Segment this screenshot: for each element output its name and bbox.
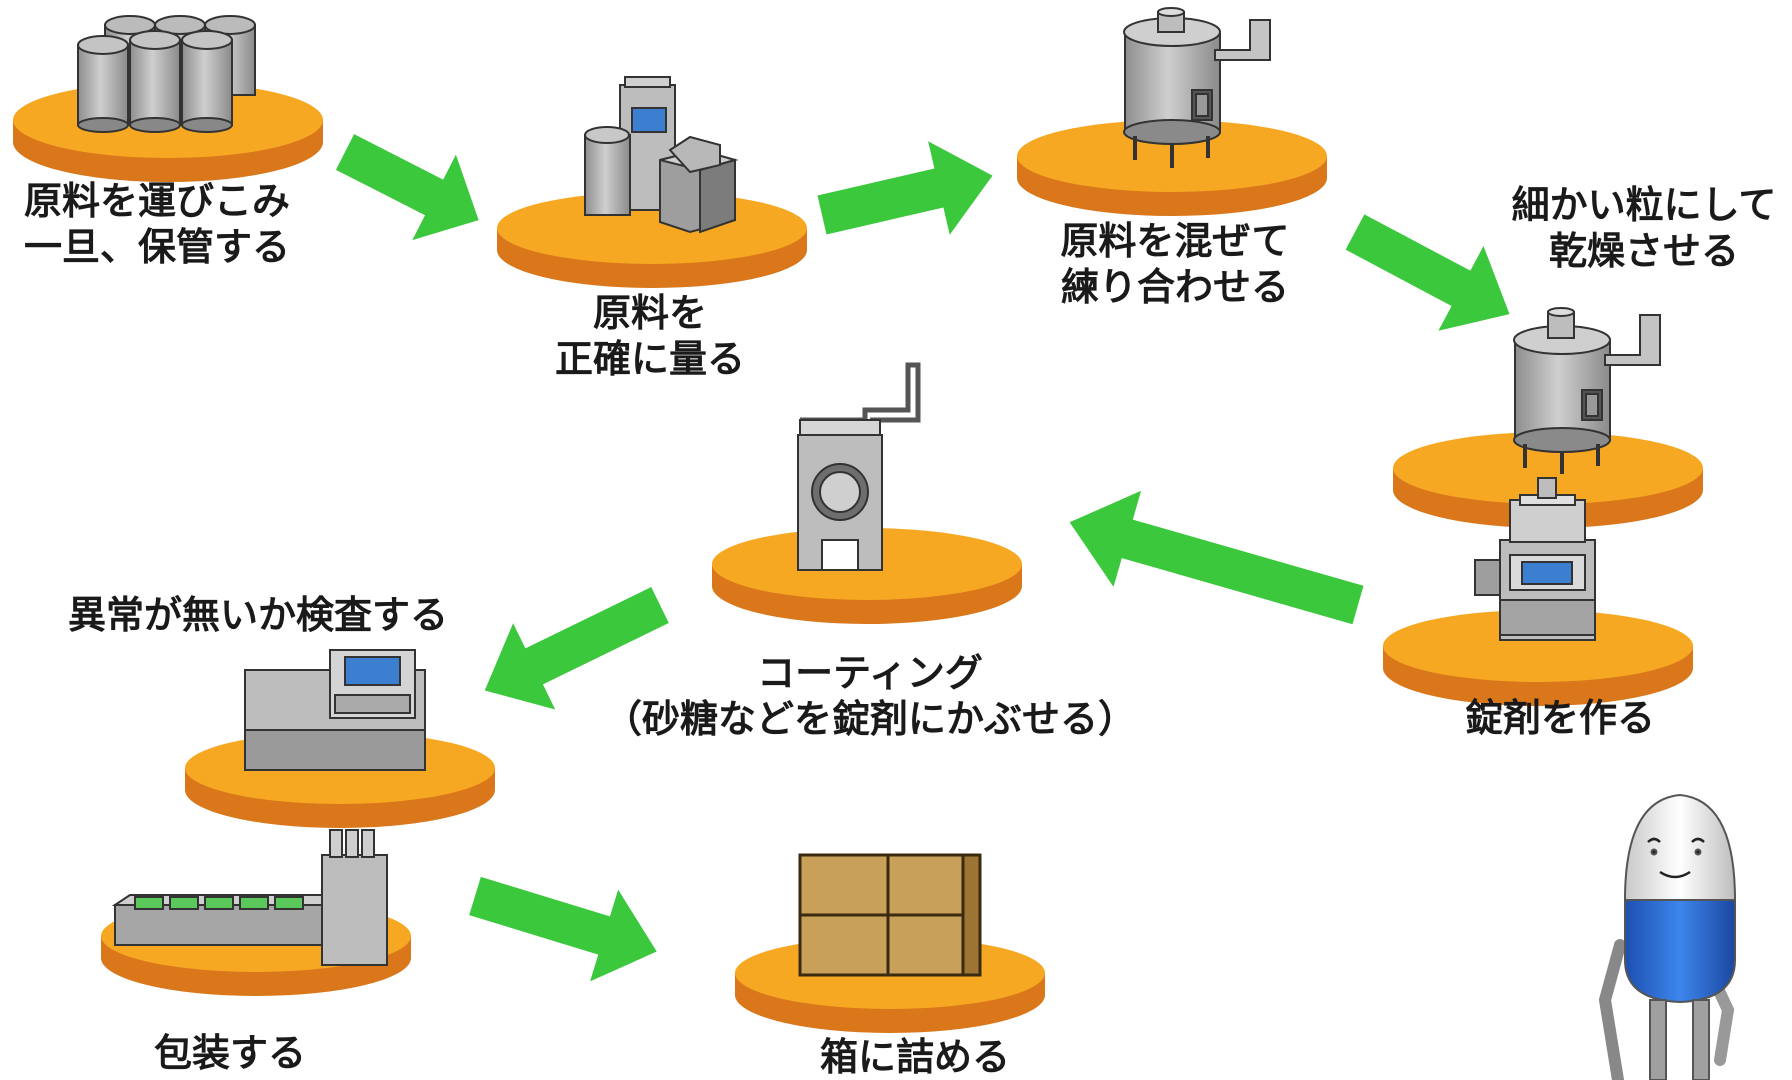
label-weigh-line2: 正確に量る: [554, 337, 745, 382]
label-granulate: 細かい粒にして 乾燥させる: [1500, 182, 1788, 275]
inspection-machine-icon: [244, 649, 426, 771]
arrow-mix-to-granulate: [1345, 214, 1510, 331]
label-boxing-line1: 箱に詰める: [819, 1035, 1010, 1079]
arrow-package-to-boxing: [469, 876, 657, 982]
platform-tablet: [1383, 610, 1693, 706]
arrow-receive-to-weigh: [335, 134, 479, 241]
scale-machine-icon: [584, 76, 739, 234]
label-tablet-line1: 錠剤を作る: [1464, 696, 1655, 740]
capsule-mascot-icon: [1598, 793, 1737, 1080]
tablet-press-icon: [1474, 477, 1596, 641]
label-coating-line2: （砂糖などを錠剤にかぶせる）: [603, 697, 1136, 742]
arrow-coating-to-inspect: [484, 587, 669, 710]
cardboard-box-icon: [798, 853, 982, 977]
label-receive-line1: 原料を運びこみ: [24, 179, 291, 223]
arrow-weigh-to-mix: [817, 141, 993, 235]
label-package-line1: 包装する: [153, 1031, 306, 1075]
label-mix-line1: 原料を混ぜて: [1060, 219, 1290, 263]
mixer-tank-icon: [1123, 7, 1271, 168]
label-inspect: 異常が無いか検査する: [68, 592, 448, 638]
arrow-tablet-to-coating: [1069, 490, 1364, 625]
label-package: 包装する: [130, 1030, 330, 1076]
label-weigh: 原料を 正確に量る: [530, 290, 770, 383]
dryer-tank-icon: [1513, 307, 1661, 474]
label-receive: 原料を運びこみ 一旦、保管する: [24, 178, 290, 271]
coating-machine-icon: [797, 362, 921, 571]
label-tablet: 錠剤を作る: [1440, 695, 1680, 741]
label-mix-line2: 練り合わせる: [1060, 265, 1289, 310]
label-boxing: 箱に詰める: [790, 1034, 1040, 1080]
label-coating-line1: コーティング: [757, 651, 983, 695]
label-inspect-line1: 異常が無いか検査する: [68, 593, 449, 637]
packaging-machine-icon: [111, 829, 388, 966]
label-mix: 原料を混ぜて 練り合わせる: [1040, 218, 1310, 311]
label-receive-line2: 一旦、保管する: [24, 225, 291, 270]
label-coating: コーティング （砂糖などを錠剤にかぶせる）: [580, 650, 1160, 743]
label-weigh-line1: 原料を: [592, 291, 707, 335]
drum-stack-icon: [77, 15, 256, 133]
label-granulate-line2: 乾燥させる: [1548, 229, 1739, 274]
label-granulate-line1: 細かい粒にして: [1511, 183, 1777, 227]
